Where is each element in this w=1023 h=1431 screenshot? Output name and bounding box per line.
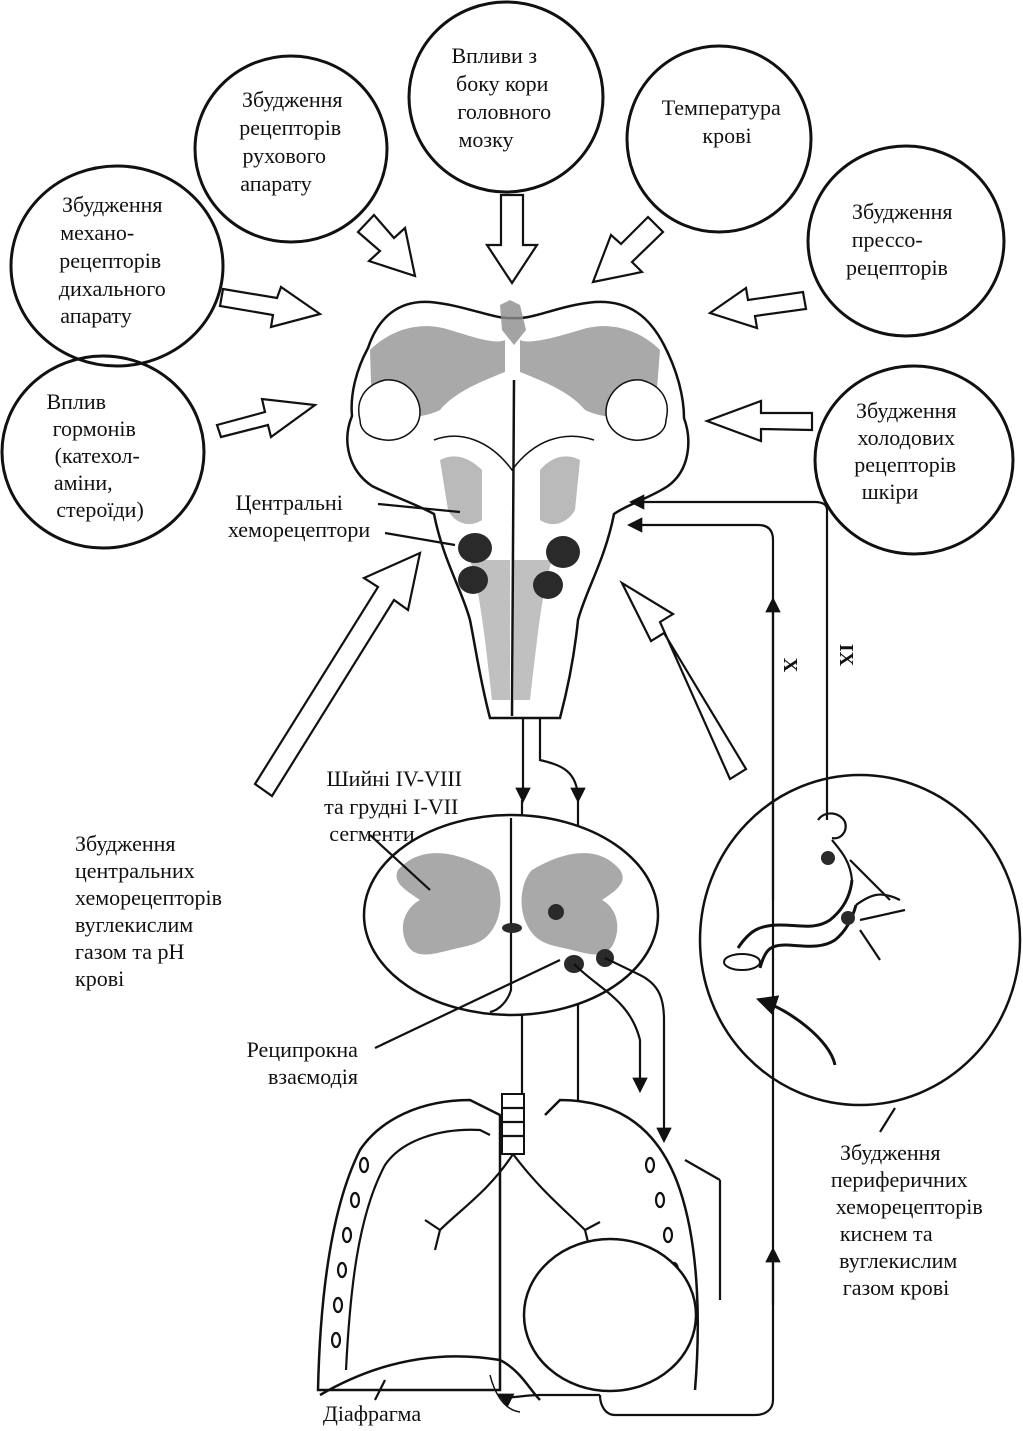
chemoreceptor-left-upper [458,533,492,563]
bubble-blood-temperature: Температура крові [627,46,811,232]
hollow-arrow-cold [707,401,812,441]
hollow-arrow-presso [710,288,806,328]
label-peripheral-chemo-excitation: Збудження периферичних хеморецепторів ки… [831,1108,988,1300]
svg-text:Збудження холодових: Збудження холодових рецепторів шкіри [854,398,962,504]
heart [524,1239,696,1391]
nerve-label-ix: IX [835,644,857,667]
bubble-motor-receptors: Збудження рецепторів рухового апарату [195,56,387,242]
chemoreceptor-right-lower [533,571,563,599]
bubble-pressoreceptors: Збудження прессо- рецепторів [808,146,1004,336]
chemoreceptor-right-upper [546,536,580,568]
label-central-chemo-excitation: Збудження центральних хеморецепторів вуг… [75,831,228,991]
svg-text:Впливи з боку кори: Впливи з боку кори головного мозку [451,43,556,152]
hollow-arrow-hormones [217,399,315,437]
lungs-thorax-illustration [318,1094,698,1412]
nerve-label-x: X [779,658,801,673]
brainstem-illustration [347,300,688,718]
svg-text:Центральні хеморецептори: Центральні хеморецептори [228,490,371,542]
svg-text:X: X [779,658,801,673]
svg-text:Збудження механо-: Збудження механо- рецепторів дихального … [59,192,171,328]
svg-text:Збудження центральних: Збудження центральних хеморецепторів вуг… [75,831,228,991]
peripheral-chemoreceptor-circle [700,775,1020,1105]
chemoreceptor-left-lower [458,566,488,594]
hollow-arrow-central-chemo [255,553,420,796]
svg-text:Діафрагма: Діафрагма [323,1401,421,1426]
svg-text:Збудження периферичних: Збудження периферичних хеморецепторів ки… [831,1140,988,1300]
hollow-arrow-mechano [220,287,320,327]
hollow-arrow-cortex [487,195,537,283]
svg-text:Збудження рецепторів: Збудження рецепторів рухового апарату [239,87,348,196]
motor-neuron-1 [548,904,564,920]
svg-text:Реципрокна взаємодія: Реципрокна взаємодія [247,1037,364,1089]
svg-text:IX: IX [835,644,857,667]
bubble-cold-receptors: Збудження холодових рецепторів шкіри [815,366,1013,554]
svg-text:Вплив гормонів (ка: Вплив гормонів (катехол- аміни, стероїди… [46,389,145,522]
hollow-arrow-temperature [593,217,663,282]
bubble-hormones: Вплив гормонів (катехол- аміни, стероїди… [2,356,204,548]
svg-text:Збудження прессо-: Збудження прессо- рецепторів [846,199,958,280]
hollow-arrow-motor [358,215,415,276]
svg-text:Температура крові: Температура крові [662,95,787,148]
bubble-cortex-influence: Впливи з боку кори головного мозку [409,2,603,192]
hollow-arrow-peripheral [622,583,746,779]
bubble-mechanoreceptors: Збудження механо- рецепторів дихального … [11,166,223,366]
